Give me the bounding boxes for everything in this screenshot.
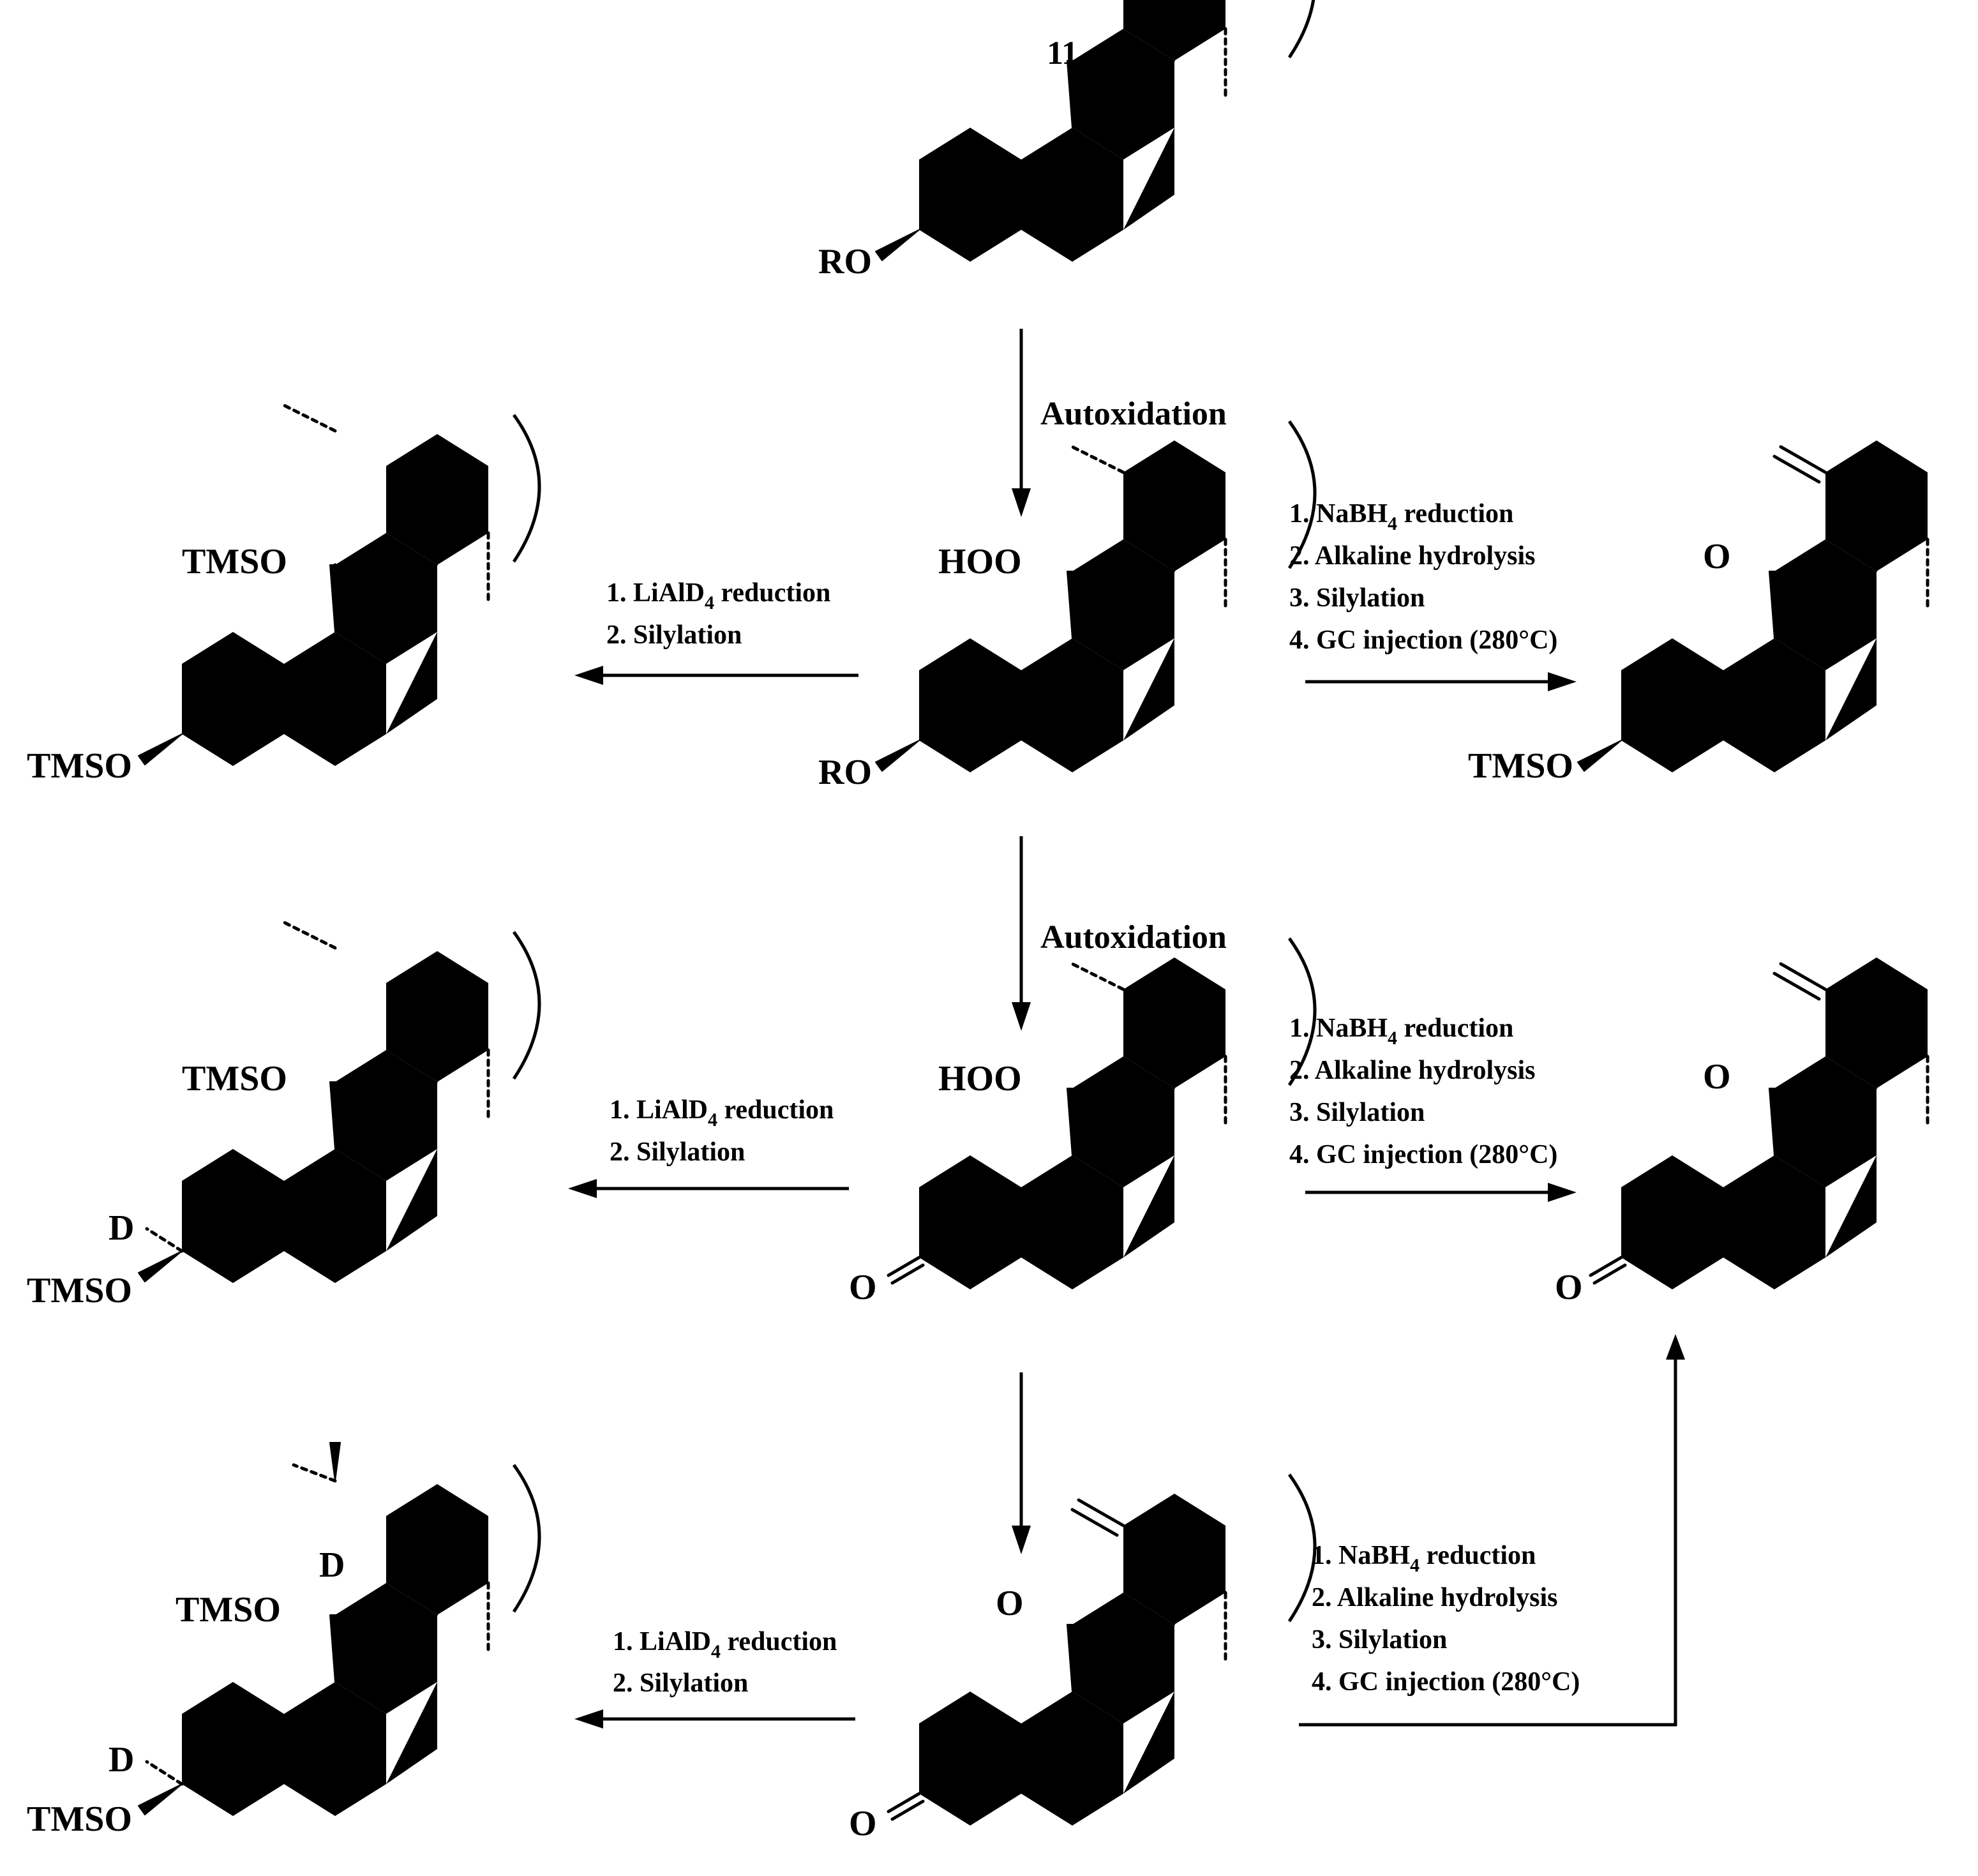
cond-lialD4-1-line2: 2. Silylation bbox=[606, 620, 742, 650]
arrow-down-3 bbox=[1012, 1372, 1031, 1554]
wedge-bond bbox=[1169, 0, 1180, 61]
cond-nabh4-1-line3: 3. Silylation bbox=[1289, 583, 1425, 613]
cond-nabh4-3-line1: 1. NaBH4 reduction bbox=[1312, 1541, 1536, 1576]
autoxidation-label-2: Autoxidation bbox=[1040, 919, 1227, 956]
left-1-molecule bbox=[138, 403, 541, 811]
arrow-elbow-up bbox=[1299, 1334, 1685, 1727]
arrow-left-1 bbox=[574, 666, 858, 685]
left-3-molecule bbox=[138, 1442, 541, 1861]
cond-nabh4-1-line2: 2. Alkaline hydrolysis bbox=[1289, 541, 1536, 571]
right-2-molecule bbox=[1589, 957, 1978, 1334]
ro-label: RO bbox=[818, 242, 872, 281]
right-1-molecule bbox=[1577, 440, 1978, 817]
oxo-3-label: O bbox=[849, 1268, 877, 1307]
delta-label: Δ bbox=[1146, 15, 1167, 51]
oxo-11-label: O bbox=[1703, 537, 1731, 576]
deuterium-11-label: D bbox=[319, 1545, 345, 1585]
start-molecule bbox=[875, 0, 1315, 306]
cond-nabh4-3-line2: 2. Alkaline hydrolysis bbox=[1312, 1583, 1558, 1612]
oxo-3-label: O bbox=[1555, 1268, 1583, 1307]
delta-superscript: 22 bbox=[1167, 3, 1194, 32]
cond-nabh4-3-line3: 3. Silylation bbox=[1312, 1625, 1447, 1655]
tmso-3-label: TMSO bbox=[27, 1799, 132, 1839]
tmso-11-label: TMSO bbox=[182, 542, 287, 582]
tmso-3-label: TMSO bbox=[1468, 746, 1573, 786]
left-2-molecule bbox=[138, 920, 541, 1328]
cond-nabh4-1-line4: 4. GC injection (280°C) bbox=[1289, 626, 1557, 655]
arrow-right-1 bbox=[1305, 672, 1577, 691]
cond-lialD4-2-line1: 1. LiAlD4 reduction bbox=[610, 1095, 834, 1130]
arrow-left-2 bbox=[568, 1179, 849, 1198]
oxo-11-label: O bbox=[1703, 1057, 1731, 1097]
hydroperoxide-2-molecule bbox=[887, 937, 1317, 1334]
hoo-label: HOO bbox=[938, 542, 1022, 582]
deuterium-3-label: D bbox=[109, 1208, 134, 1248]
tmso-11-label: TMSO bbox=[182, 1059, 287, 1099]
paren-icon bbox=[1287, 0, 1315, 59]
deuterium-3-label: D bbox=[109, 1740, 134, 1780]
autoxidation-label-1: Autoxidation bbox=[1040, 396, 1227, 432]
oxo-11-label: O bbox=[996, 1584, 1024, 1623]
oxo-3-label: O bbox=[849, 1804, 877, 1843]
cond-nabh4-2-line1: 1. NaBH4 reduction bbox=[1289, 1014, 1513, 1049]
cond-lialD4-3-line2: 2. Silylation bbox=[613, 1669, 748, 1698]
arrow-left-3 bbox=[574, 1709, 855, 1729]
arrow-down-1 bbox=[1012, 329, 1031, 517]
cond-nabh4-2-line3: 3. Silylation bbox=[1289, 1098, 1425, 1127]
arrow-down-2 bbox=[1012, 836, 1031, 1031]
cond-lialD4-2-line2: 2. Silylation bbox=[610, 1137, 745, 1167]
hoo-label: HOO bbox=[938, 1059, 1022, 1099]
wedge-bond bbox=[875, 229, 920, 261]
diketone-molecule bbox=[887, 1473, 1317, 1870]
cond-lialD4-1-line1: 1. LiAlD4 reduction bbox=[606, 578, 830, 613]
tmso-3-label: TMSO bbox=[27, 1271, 132, 1310]
ro-label: RO bbox=[818, 753, 872, 792]
cond-nabh4-3-line4: 4. GC injection (280°C) bbox=[1312, 1667, 1580, 1697]
cond-lialD4-3-line1: 1. LiAlD4 reduction bbox=[613, 1627, 837, 1662]
wedge-bond bbox=[1067, 60, 1078, 128]
hydroperoxide-1-molecule bbox=[875, 420, 1317, 817]
cond-nabh4-2-line2: 2. Alkaline hydrolysis bbox=[1289, 1056, 1536, 1085]
tmso-11-label: TMSO bbox=[176, 1590, 281, 1630]
cond-nabh4-1-line1: 1. NaBH4 reduction bbox=[1289, 499, 1513, 534]
cond-nabh4-2-line4: 4. GC injection (280°C) bbox=[1289, 1140, 1557, 1169]
position-11-label: 11 bbox=[1047, 35, 1078, 71]
arrow-right-2 bbox=[1305, 1183, 1577, 1202]
tmso-3-label: TMSO bbox=[27, 746, 132, 786]
